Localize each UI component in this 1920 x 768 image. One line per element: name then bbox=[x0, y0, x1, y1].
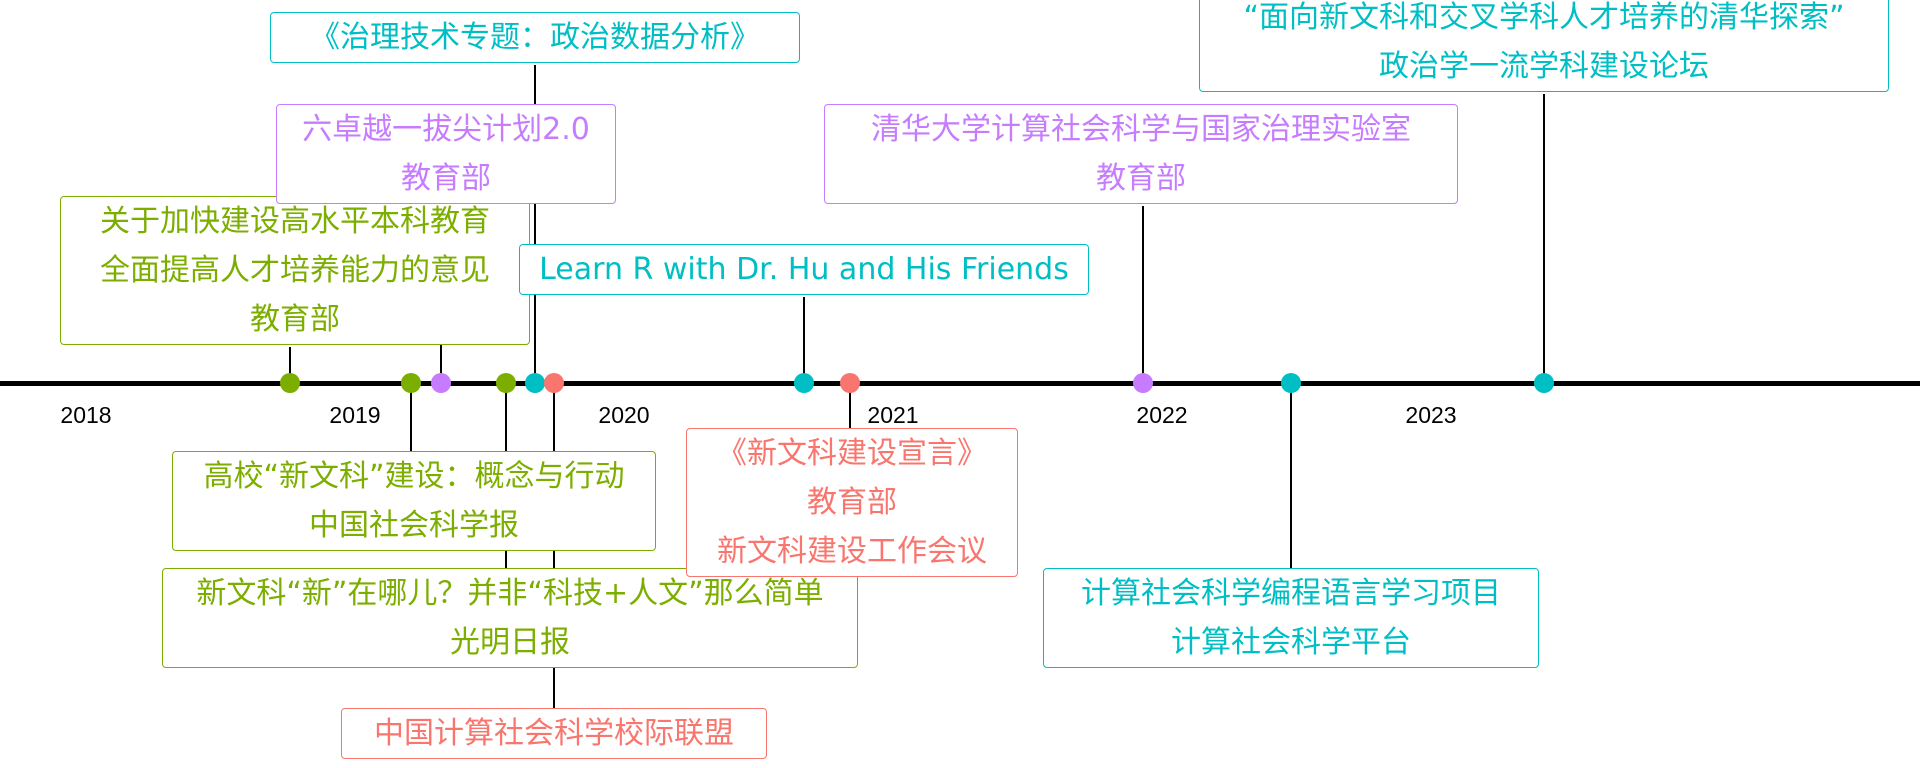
event-connector bbox=[848, 383, 851, 428]
event-label-liuzhuoyue: 六卓越一拔尖计划2.0 教育部 bbox=[276, 104, 616, 204]
event-marker bbox=[839, 373, 860, 393]
event-label-line: 政治学一流学科建设论坛 bbox=[1379, 49, 1709, 84]
event-marker bbox=[525, 373, 546, 393]
event-label-line: 六卓越一拔尖计划2.0 bbox=[302, 112, 590, 147]
event-marker bbox=[1133, 373, 1154, 393]
event-label-line: 计算社会科学编程语言学习项目 bbox=[1081, 576, 1501, 611]
event-label-line: 《治理技术专题：政治数据分析》 bbox=[310, 20, 760, 55]
event-label-gaoxiao: 高校“新文科”建设：概念与行动中国社会科学报 bbox=[172, 451, 656, 551]
event-label-lianmeng: 中国计算社会科学校际联盟 bbox=[341, 708, 767, 759]
event-marker bbox=[431, 373, 452, 393]
year-label-2023: 2023 bbox=[1405, 402, 1457, 428]
event-label-line: 中国计算社会科学校际联盟 bbox=[374, 716, 734, 751]
event-label-luntan: “面向新文科和交叉学科人才培养的清华探索” 政治学一流学科建设论坛 bbox=[1199, 0, 1889, 92]
event-label-learnr: Learn R with Dr. Hu and His Friends bbox=[519, 244, 1089, 295]
event-label-line: 教育部 bbox=[1096, 161, 1186, 196]
event-marker bbox=[1533, 373, 1554, 393]
event-label-shiyanshi: 清华大学计算社会科学与国家治理实验室教育部 bbox=[824, 104, 1458, 204]
event-connector bbox=[1542, 94, 1545, 383]
event-label-line: 新文科建设工作会议 bbox=[717, 534, 987, 569]
year-label-2021: 2021 bbox=[867, 402, 919, 428]
event-marker bbox=[401, 373, 422, 393]
event-label-xinwenke-nar: 新文科“新”在哪儿？并非“科技+人文”那么简单光明日报 bbox=[162, 568, 858, 668]
event-label-line: 关于加快建设高水平本科教育 bbox=[100, 204, 490, 239]
event-label-line: 新文科“新”在哪儿？并非“科技+人文”那么简单 bbox=[196, 576, 824, 611]
event-connector bbox=[289, 347, 292, 383]
event-label-line: 高校“新文科”建设：概念与行动 bbox=[203, 459, 625, 494]
event-label-gaoshuiping: 关于加快建设高水平本科教育全面提高人才培养能力的意见教育部 bbox=[60, 196, 530, 345]
event-marker bbox=[1281, 373, 1302, 393]
year-label-2018: 2018 bbox=[60, 402, 112, 428]
year-label-2019: 2019 bbox=[329, 402, 381, 428]
event-connector bbox=[803, 297, 806, 383]
event-label-zhili: 《治理技术专题：政治数据分析》 bbox=[270, 12, 800, 63]
event-connector bbox=[410, 383, 413, 451]
event-marker bbox=[544, 373, 565, 393]
event-label-line: 中国社会科学报 bbox=[309, 508, 519, 543]
event-marker bbox=[794, 373, 815, 393]
event-marker bbox=[280, 373, 301, 393]
event-label-bianchengyuyan: 计算社会科学编程语言学习项目计算社会科学平台 bbox=[1043, 568, 1539, 668]
event-label-line: 教育部 bbox=[250, 302, 340, 337]
event-label-line: Learn R with Dr. Hu and His Friends bbox=[539, 252, 1069, 287]
event-label-line: 《新文科建设宣言》 bbox=[717, 436, 987, 471]
event-connector bbox=[1290, 383, 1293, 568]
event-label-line: 全面提高人才培养能力的意见 bbox=[100, 253, 490, 288]
year-label-2020: 2020 bbox=[598, 402, 650, 428]
event-label-line: 教育部 bbox=[401, 161, 491, 196]
event-label-xuanyan: 《新文科建设宣言》教育部新文科建设工作会议 bbox=[686, 428, 1018, 577]
year-label-2022: 2022 bbox=[1136, 402, 1188, 428]
event-label-line: “面向新文科和交叉学科人才培养的清华探索” bbox=[1243, 0, 1845, 35]
timeline-axis bbox=[0, 381, 1920, 386]
event-marker bbox=[495, 373, 516, 393]
event-label-line: 教育部 bbox=[807, 485, 897, 520]
event-label-line: 计算社会科学平台 bbox=[1171, 625, 1411, 660]
event-connector bbox=[534, 65, 537, 383]
event-connector bbox=[1142, 206, 1145, 383]
event-label-line: 清华大学计算社会科学与国家治理实验室 bbox=[871, 112, 1411, 147]
event-label-line: 光明日报 bbox=[450, 625, 570, 660]
